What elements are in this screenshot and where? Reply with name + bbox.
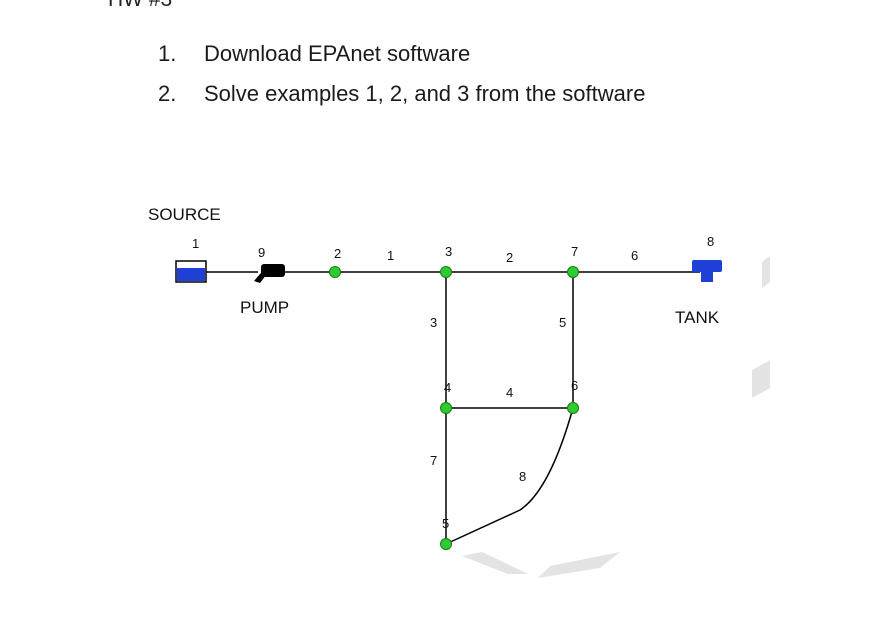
node-id-7: 7	[571, 244, 578, 259]
junction-3	[440, 266, 452, 278]
link-id-1: 1	[387, 248, 394, 263]
node-id-4: 4	[444, 380, 451, 395]
heading: HW #3	[108, 0, 172, 12]
junction-6	[567, 402, 579, 414]
link-id-9: 9	[258, 245, 265, 260]
pump-label: PUMP	[240, 298, 289, 317]
link-id-5: 5	[559, 315, 566, 330]
junction-5	[440, 538, 452, 550]
node-id-8: 8	[707, 234, 714, 249]
reservoir-icon	[175, 260, 207, 283]
source-label: SOURCE	[148, 205, 221, 224]
list-item: 2. Solve examples 1, 2, and 3 from the s…	[158, 74, 645, 114]
link-id-3: 3	[430, 315, 437, 330]
tank-label: TANK	[675, 308, 720, 327]
watermark	[462, 256, 770, 578]
tank-icon	[692, 260, 722, 282]
link-id-7: 7	[430, 453, 437, 468]
link-id-4: 4	[506, 385, 513, 400]
junction-2	[329, 266, 341, 278]
junction-4	[440, 402, 452, 414]
task-list: 1. Download EPAnet software 2. Solve exa…	[158, 34, 645, 114]
node-id-5: 5	[442, 516, 449, 531]
list-item-number: 1.	[158, 41, 177, 66]
pump-icon	[254, 264, 285, 283]
link-id-8: 8	[519, 469, 526, 484]
list-item: 1. Download EPAnet software	[158, 34, 645, 74]
node-id-6: 6	[571, 378, 578, 393]
network-diagram: SOURCE PUMP TANK 1 2 3 7 8 4 6 5 9 1 2 6…	[148, 205, 770, 578]
pipe-8	[445, 407, 574, 545]
list-item-text: Solve examples 1, 2, and 3 from the soft…	[204, 81, 646, 106]
list-item-text: Download EPAnet software	[204, 41, 471, 66]
node-id-1: 1	[192, 236, 199, 251]
node-id-3: 3	[445, 244, 452, 259]
link-id-2: 2	[506, 250, 513, 265]
list-item-number: 2.	[158, 81, 177, 106]
link-id-6: 6	[631, 248, 638, 263]
node-id-2: 2	[334, 246, 341, 261]
junction-7	[567, 266, 579, 278]
